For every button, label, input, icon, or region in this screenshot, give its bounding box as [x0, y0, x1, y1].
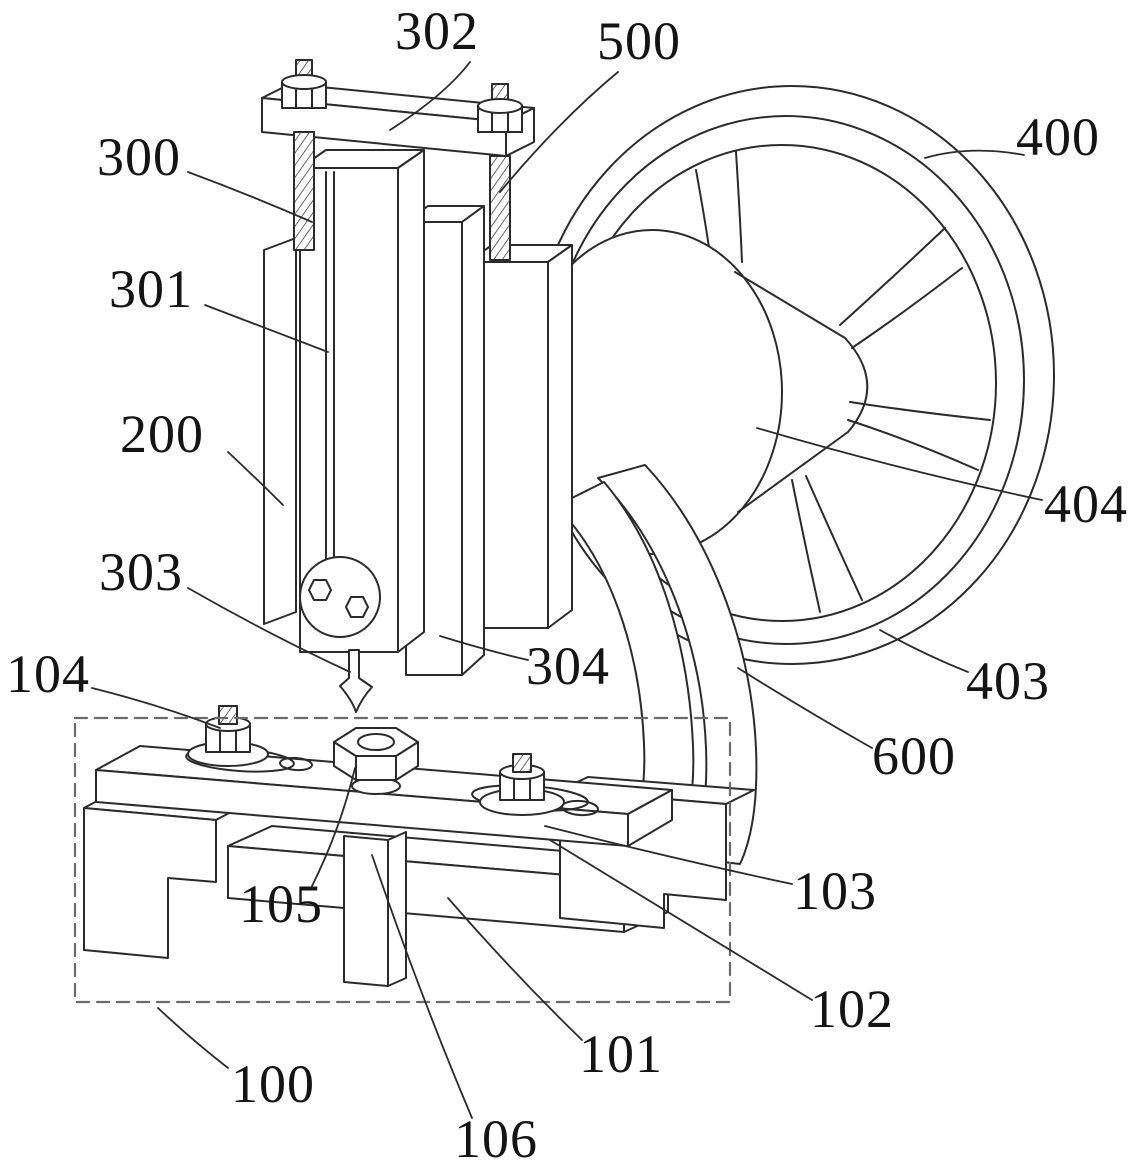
leader-403	[879, 629, 969, 673]
leader-lines	[91, 61, 1043, 1119]
inner-slide-rod	[325, 171, 335, 561]
ref-label-404: 404	[1044, 474, 1128, 534]
ref-label-300: 300	[97, 127, 181, 187]
ref-label-103: 103	[793, 861, 877, 921]
leader-100	[157, 1007, 229, 1069]
cutter-blade	[339, 649, 373, 713]
disc-bolt-right	[345, 596, 369, 618]
dashed-boundary-box	[73, 716, 732, 1004]
leader-303	[187, 587, 351, 673]
leader-105	[311, 767, 356, 887]
wheel-hub-cone	[521, 229, 869, 555]
hold-down-bolt-left	[187, 705, 269, 767]
leader-300	[187, 171, 313, 223]
disc-bolt-left	[308, 579, 332, 601]
leader-404	[756, 427, 1043, 501]
leader-302	[389, 61, 471, 131]
ref-label-600: 600	[872, 726, 956, 786]
leader-106	[371, 854, 473, 1119]
ref-label-106: 106	[454, 1109, 538, 1169]
side-plate-200	[263, 237, 297, 625]
ref-label-105: 105	[239, 874, 323, 934]
leader-103	[544, 825, 793, 885]
base-left-block	[83, 791, 247, 959]
leader-101	[447, 897, 583, 1041]
hold-down-bolt-right	[479, 753, 565, 816]
leader-200	[227, 451, 284, 506]
ref-label-403: 403	[966, 651, 1050, 711]
ref-label-500: 500	[597, 11, 681, 71]
leader-500	[499, 71, 619, 193]
tool-disc	[299, 556, 381, 638]
ref-label-101: 101	[579, 1024, 663, 1084]
leader-102	[549, 839, 813, 1001]
ref-label-102: 102	[810, 979, 894, 1039]
leader-301	[204, 304, 329, 353]
leader-104	[91, 687, 221, 729]
leader-304	[439, 635, 529, 661]
leader-600	[737, 667, 873, 749]
leader-400	[924, 149, 1025, 159]
ref-label-304: 304	[526, 636, 610, 696]
ref-label-301: 301	[109, 259, 193, 319]
ref-label-104: 104	[6, 644, 90, 704]
ref-label-200: 200	[120, 404, 204, 464]
ref-label-302: 302	[395, 1, 479, 61]
ref-label-100: 100	[231, 1054, 315, 1114]
ref-label-303: 303	[99, 542, 183, 602]
ref-label-400: 400	[1016, 107, 1100, 167]
right-threaded-stud	[477, 83, 523, 261]
vertical-rib-106	[343, 831, 407, 987]
